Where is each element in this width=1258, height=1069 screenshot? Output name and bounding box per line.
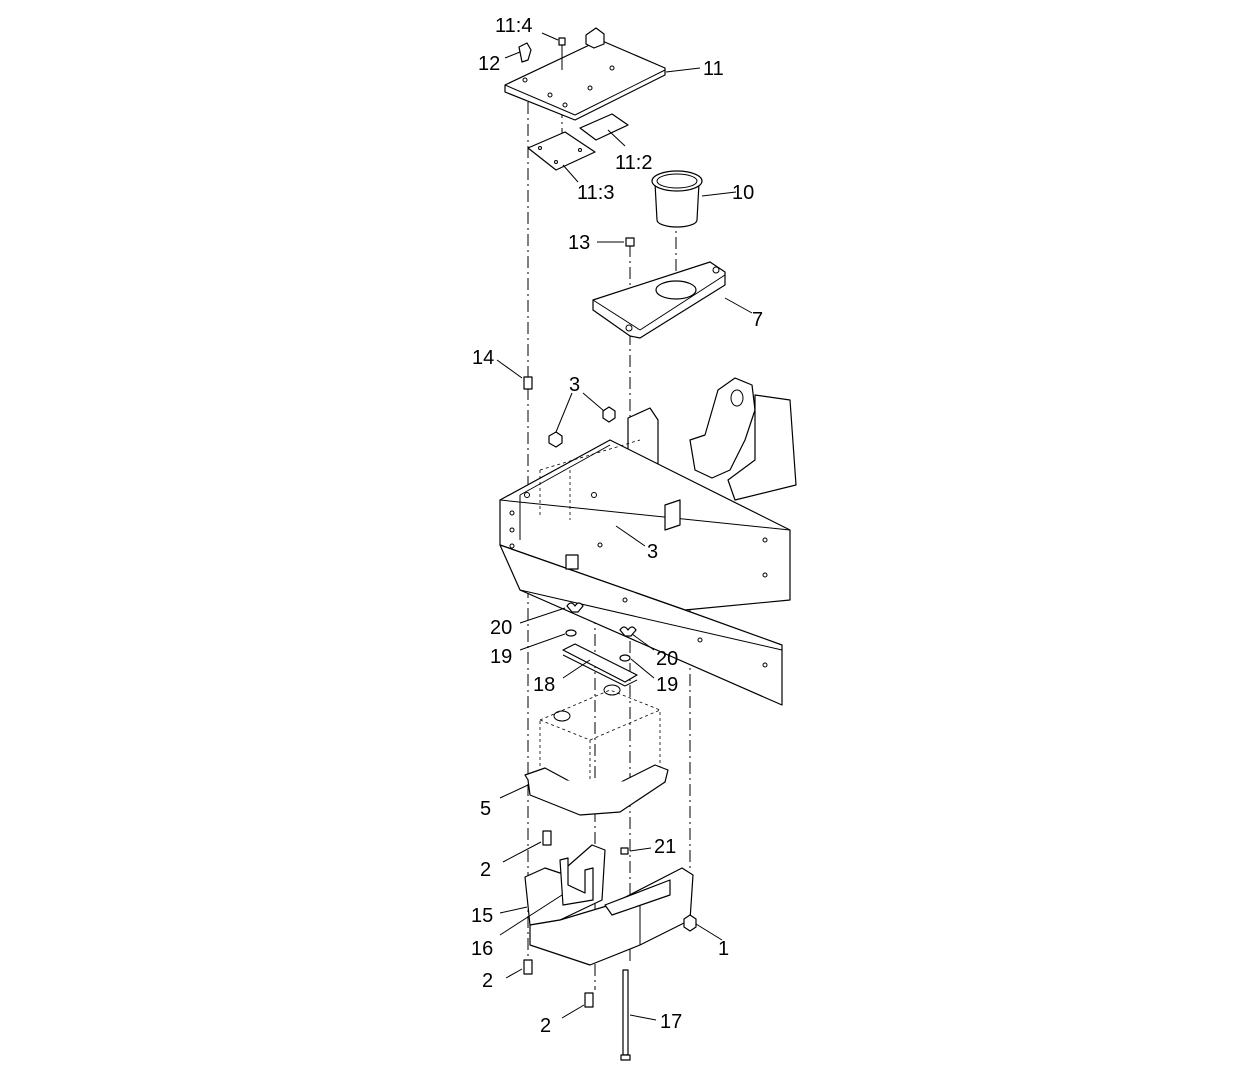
callout-19-left: 19 xyxy=(490,646,512,668)
cup-holder-part-10 xyxy=(651,170,703,228)
callout-14: 14 xyxy=(472,347,494,369)
callout-13: 13 xyxy=(568,232,590,254)
callout-19-right: 19 xyxy=(656,674,678,696)
callout-2-upper: 2 xyxy=(480,859,491,881)
screw-part-13 xyxy=(625,237,635,247)
callout-20-left: 20 xyxy=(490,617,512,639)
bolts-part-2 xyxy=(523,830,594,1008)
callout-12: 12 xyxy=(478,53,500,75)
callout-11-3: 11:3 xyxy=(577,182,614,204)
callout-5: 5 xyxy=(480,798,491,820)
spacer-part-14 xyxy=(523,376,533,390)
nut-part-21 xyxy=(620,847,629,855)
callout-21: 21 xyxy=(654,836,676,858)
bracket-part-7 xyxy=(592,261,726,339)
leader-lines xyxy=(496,32,753,1021)
bolt-part-1 xyxy=(683,914,697,932)
callout-15: 15 xyxy=(471,905,493,927)
callout-20-right: 20 xyxy=(656,648,678,670)
callout-2-lower-left: 2 xyxy=(482,970,493,992)
callout-2-bottom: 2 xyxy=(540,1015,551,1037)
callout-18: 18 xyxy=(533,674,555,696)
callout-17: 17 xyxy=(660,1011,682,1033)
callout-11-4: 11:4 xyxy=(495,15,532,37)
callout-labels: 11:4 12 11 11:2 11:3 10 13 7 14 3 3 20 1… xyxy=(471,15,763,1037)
label-part-11-2 xyxy=(579,113,629,141)
battery-box-parts-15-16 xyxy=(524,844,694,966)
hold-down-hardware xyxy=(562,602,638,687)
callout-11: 11 xyxy=(703,58,724,80)
callout-10: 10 xyxy=(732,182,754,204)
callout-11-2: 11:2 xyxy=(615,152,652,174)
rod-part-17 xyxy=(620,969,631,1061)
callout-3-mid: 3 xyxy=(647,541,658,563)
callout-3-top: 3 xyxy=(569,374,580,396)
pad-part-11-3 xyxy=(527,131,596,171)
battery-tray-part-5 xyxy=(524,764,669,816)
callout-16: 16 xyxy=(471,938,493,960)
callout-1: 1 xyxy=(718,938,729,960)
cover-plate-part-11 xyxy=(504,27,666,121)
callout-7: 7 xyxy=(752,309,763,331)
main-frame xyxy=(499,377,797,706)
